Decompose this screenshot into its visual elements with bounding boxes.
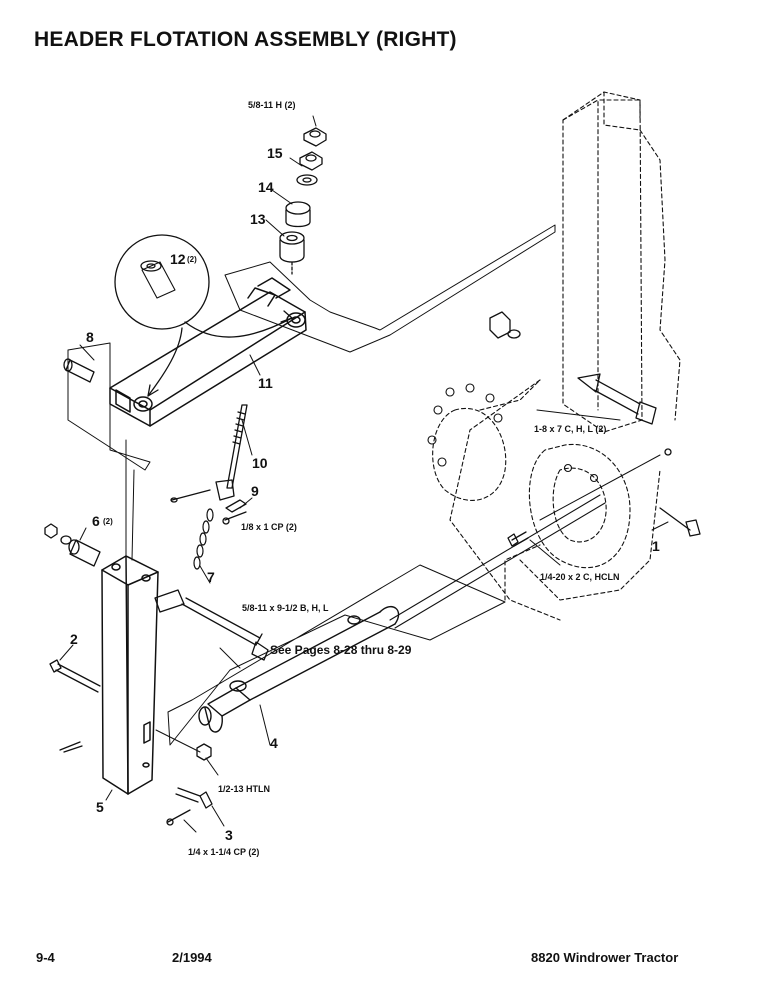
callout-7: 7 bbox=[207, 569, 215, 585]
callout-13: 13 bbox=[250, 211, 266, 227]
callout-11: 11 bbox=[258, 375, 273, 391]
nut-half-13 bbox=[196, 743, 212, 761]
leaders bbox=[59, 115, 669, 833]
footer-product: 8820 Windrower Tractor bbox=[531, 950, 679, 965]
bushing-6 bbox=[68, 539, 101, 567]
callout-12-qty: (2) bbox=[187, 255, 197, 264]
pin-8 bbox=[63, 358, 95, 383]
bolt-1 bbox=[539, 448, 701, 537]
label-bolt-frame: 1-8 x 7 C, H, L (2) bbox=[534, 424, 606, 434]
label-nut-half: 1/2-13 HTLN bbox=[218, 784, 270, 794]
callout-15: 15 bbox=[267, 145, 283, 161]
callout-10: 10 bbox=[252, 455, 268, 471]
label-nut-top: 5/8-11 H (2) bbox=[248, 100, 296, 110]
callout-6: 6 bbox=[92, 513, 100, 529]
callout-8: 8 bbox=[86, 329, 94, 345]
frame-bolt-holes bbox=[427, 383, 599, 483]
label-cotter-large: 1/4 x 1-1/4 CP (2) bbox=[188, 847, 259, 857]
pin-9 bbox=[225, 499, 247, 513]
cotter-clevis bbox=[170, 489, 247, 525]
rod-10 bbox=[215, 404, 248, 501]
callout-2: 2 bbox=[70, 631, 78, 647]
label-cotter-small: 1/8 x 1 CP (2) bbox=[241, 522, 297, 532]
bolt-2 bbox=[49, 659, 101, 693]
callout-6-qty: (2) bbox=[103, 517, 113, 526]
bracket-5 bbox=[101, 555, 159, 795]
bolt-quarter bbox=[507, 531, 529, 547]
callout-1: 1 bbox=[652, 538, 660, 554]
frame-bolt bbox=[489, 311, 657, 425]
label-bolt-quarter: 1/4-20 x 2 C, HCLN bbox=[540, 572, 620, 582]
nut-top-stack bbox=[303, 127, 327, 147]
bushing-14 bbox=[285, 201, 311, 228]
detail-circle bbox=[114, 234, 293, 397]
callout-5: 5 bbox=[96, 799, 104, 815]
footer-page-number: 9-4 bbox=[36, 950, 55, 965]
reference-pages: See Pages 8-28 thru 8-29 bbox=[270, 643, 412, 657]
leader-plates bbox=[67, 224, 556, 746]
nut-6 bbox=[44, 523, 72, 545]
nut-15 bbox=[299, 151, 323, 171]
arm-11 bbox=[109, 277, 307, 427]
tractor-frame bbox=[432, 91, 681, 621]
callout-3: 3 bbox=[225, 827, 233, 843]
page-title: HEADER FLOTATION ASSEMBLY (RIGHT) bbox=[34, 28, 457, 51]
callout-4: 4 bbox=[270, 735, 278, 751]
washer-15 bbox=[296, 174, 318, 186]
callout-14: 14 bbox=[258, 179, 274, 195]
footer-date: 2/1994 bbox=[172, 950, 212, 965]
long-bolt bbox=[154, 589, 269, 661]
assembly-diagram: 5/8-11 H (2) 15 14 13 12 (2) 8 11 10 9 1… bbox=[44, 91, 701, 857]
cylinder-4 bbox=[198, 494, 606, 733]
label-bolt-long: 5/8-11 x 9-1/2 B, H, L bbox=[242, 603, 329, 613]
callout-9: 9 bbox=[251, 483, 259, 499]
pin-3 bbox=[59, 741, 213, 826]
bushing-13 bbox=[279, 231, 305, 263]
callout-12: 12 bbox=[170, 251, 186, 267]
chain-7 bbox=[193, 508, 214, 570]
